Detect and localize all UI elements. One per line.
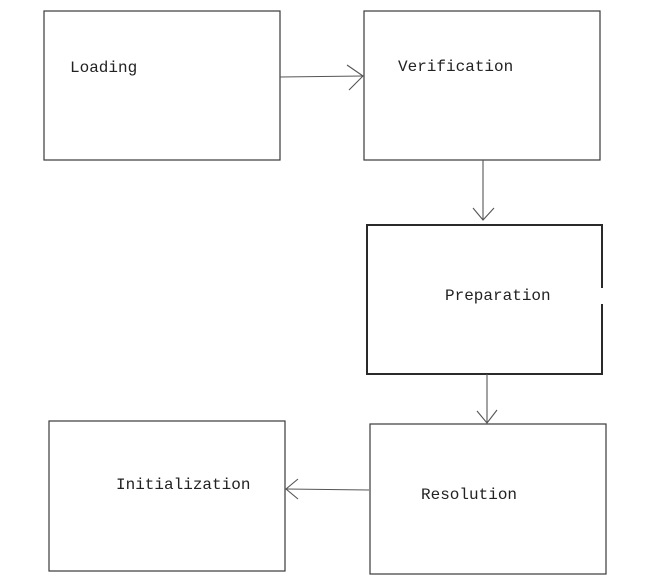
node-verification-label: Verification <box>398 58 513 76</box>
edge-resolution-to-initialization-line <box>285 488 370 491</box>
node-verification: Verification <box>363 10 601 161</box>
arrowhead-down-icon <box>472 207 495 221</box>
node-resolution-label: Resolution <box>421 486 517 504</box>
edge-loading-to-verification <box>279 64 364 91</box>
node-preparation-box <box>366 224 603 375</box>
arrowhead-down-icon <box>476 409 498 424</box>
node-preparation: Preparation <box>366 224 604 375</box>
node-initialization-label: Initialization <box>116 476 250 494</box>
node-initialization: Initialization <box>48 420 286 572</box>
edge-verification-to-preparation <box>472 160 495 221</box>
node-loading-label: Loading <box>70 59 137 77</box>
edge-resolution-to-initialization <box>285 478 370 500</box>
edge-preparation-to-resolution <box>476 374 498 424</box>
arrowhead-right-icon <box>346 64 364 91</box>
node-verification-box <box>363 10 601 161</box>
arrowhead-left-icon <box>285 478 299 500</box>
node-loading: Loading <box>43 10 281 161</box>
node-initialization-box <box>48 420 286 572</box>
node-resolution: Resolution <box>369 423 607 575</box>
node-resolution-box <box>369 423 607 575</box>
node-preparation-label: Preparation <box>445 287 551 305</box>
node-loading-box <box>43 10 281 161</box>
edge-loading-to-verification-line <box>279 75 364 78</box>
